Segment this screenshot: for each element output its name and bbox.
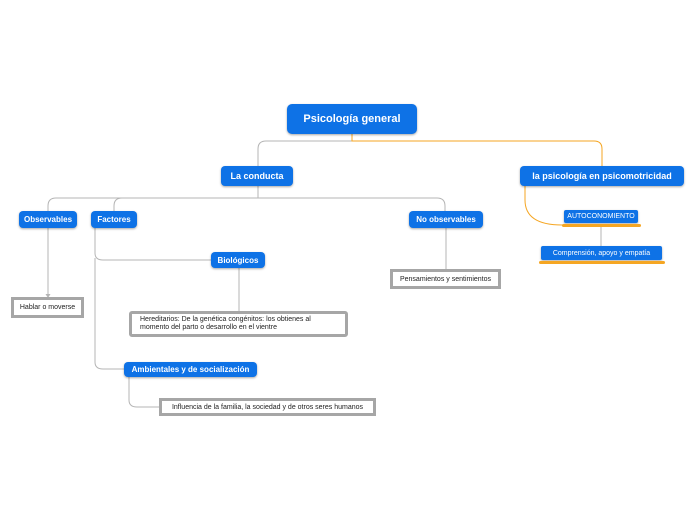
node-no-observables-label: No observables: [416, 215, 476, 224]
node-biologicos[interactable]: Biológicos: [211, 252, 265, 268]
connector-factores-biologicos: [94, 228, 211, 261]
connector-conducta-observables: [47, 197, 258, 211]
connector-psicomotricidad-auto: [524, 186, 566, 226]
node-ambientales-label: Ambientales y de socialización: [131, 365, 250, 374]
node-no-observables[interactable]: No observables: [409, 211, 483, 228]
node-autoconocimiento[interactable]: AUTOCONOMIENTO: [564, 210, 638, 223]
node-pensamientos-label: Pensamientos y sentimientos: [399, 275, 492, 283]
connector-root-psicomotricidad: [351, 134, 603, 166]
node-comprension-label: Comprensión, apoyo y empatía: [552, 249, 651, 257]
node-autoconocimiento-label: AUTOCONOMIENTO: [567, 213, 635, 220]
connector-factores-ambientales: [94, 258, 124, 370]
root-node-label: Psicología general: [303, 113, 401, 125]
node-hereditarios[interactable]: Hereditarios: De la genética congénitos:…: [129, 311, 348, 337]
arrow-head-icon: [45, 294, 51, 298]
node-ambientales[interactable]: Ambientales y de socialización: [124, 362, 257, 377]
node-hablar-o-moverse[interactable]: Hablar o moverse: [11, 297, 84, 318]
connector-conducta-no-observables: [258, 197, 446, 211]
connector-conducta-factores: [113, 197, 258, 211]
node-comprension[interactable]: Comprensión, apoyo y empatía: [541, 246, 662, 260]
node-pensamientos[interactable]: Pensamientos y sentimientos: [390, 269, 501, 289]
root-node-psicologia-general[interactable]: Psicología general: [287, 104, 417, 134]
comprension-underline: [539, 261, 665, 264]
node-psicomotricidad-label: la psicología en psicomotricidad: [532, 171, 672, 181]
node-hereditarios-label: Hereditarios: De la genética congénitos:…: [140, 316, 311, 331]
node-factores-label: Factores: [97, 215, 131, 224]
node-la-conducta[interactable]: La conducta: [221, 166, 293, 186]
node-influencia[interactable]: Influencia de la familia, la sociedad y …: [159, 398, 376, 416]
node-biologicos-label: Biológicos: [217, 255, 259, 265]
connector-root-conducta: [257, 134, 353, 166]
node-influencia-label: Influencia de la familia, la sociedad y …: [171, 403, 364, 411]
node-hablar-label: Hablar o moverse: [19, 304, 76, 311]
node-factores[interactable]: Factores: [91, 211, 137, 228]
node-observables-label: Observables: [23, 215, 73, 224]
node-psicomotricidad[interactable]: la psicología en psicomotricidad: [520, 166, 684, 186]
node-observables[interactable]: Observables: [19, 211, 77, 228]
node-la-conducta-label: La conducta: [230, 171, 284, 181]
autoconocimiento-underline: [562, 224, 641, 227]
connector-ambientales-influencia: [128, 377, 159, 408]
